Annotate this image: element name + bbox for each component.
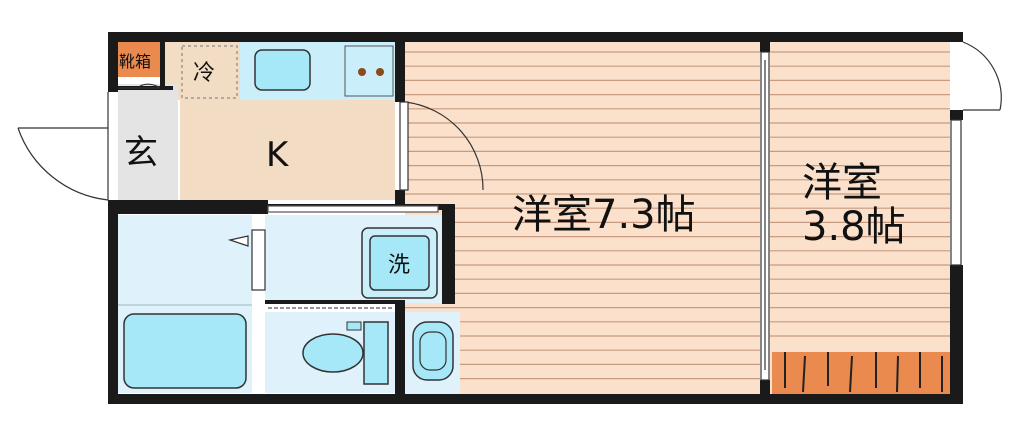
western-room-main-floor <box>405 42 760 396</box>
kitchen-floor <box>180 100 395 200</box>
storage-hatching <box>784 352 943 393</box>
label-fridge: 冷 <box>193 61 215 86</box>
washbasin-bowl-icon <box>419 331 447 371</box>
paper-holder-icon <box>346 321 362 331</box>
label-washer: 洗 <box>388 253 410 278</box>
label-shoe-box: 靴箱 <box>119 52 151 71</box>
wood-floor-lines-main <box>405 51 760 380</box>
sink-icon <box>254 49 311 91</box>
label-entrance: 玄 <box>124 133 158 173</box>
shoe-box <box>118 42 160 77</box>
stove-icon <box>344 45 394 97</box>
door-lines <box>17 41 1002 381</box>
label-kitchen: K <box>266 135 290 175</box>
toilet-bowl-icon <box>302 333 364 373</box>
label-western-small-line2: 3.8帖 <box>802 204 906 250</box>
burner-icon <box>376 68 384 76</box>
fridge-space <box>181 45 238 99</box>
wood-floor-lines-small <box>770 51 950 337</box>
toilet-tank-icon <box>363 321 389 385</box>
label-western-main: 洋室7.3帖 <box>512 192 696 238</box>
burner-icon <box>358 68 366 76</box>
washer-icon <box>369 235 430 291</box>
label-western-small-line1: 洋室 <box>802 160 882 206</box>
walls <box>108 32 963 404</box>
western-room-small-floor <box>770 42 950 396</box>
entrance-floor <box>118 84 178 202</box>
storage-area <box>772 352 950 394</box>
bathtub-icon <box>123 313 247 389</box>
